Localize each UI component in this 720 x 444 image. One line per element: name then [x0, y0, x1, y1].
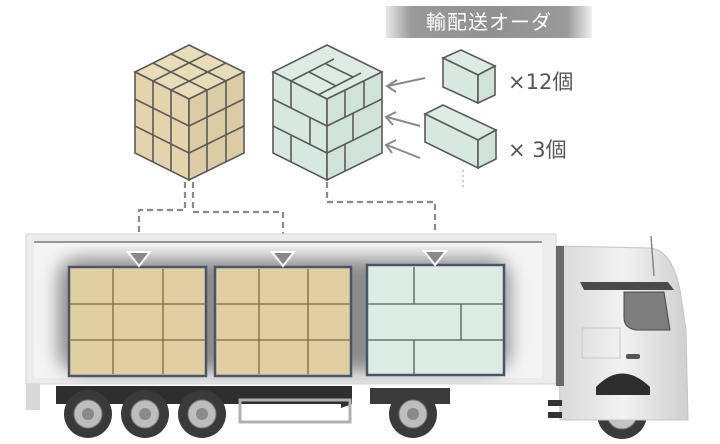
mixed-box-stack: [271, 44, 384, 182]
door-handle: [626, 354, 640, 359]
cab-window: [623, 291, 671, 331]
wheel-icon: [121, 390, 169, 438]
arrow-icon: [387, 77, 426, 87]
long-box-icon: [423, 104, 498, 170]
drop-arrowheads: [125, 250, 449, 268]
order-title: 輸配送オーダ: [386, 6, 592, 38]
wheel-icon: [178, 390, 226, 438]
arrow-down-icon: [269, 251, 297, 268]
uniform-box-stack: [133, 44, 246, 182]
wheel-icon: [64, 390, 112, 438]
arrow-icon: [386, 144, 421, 159]
truck-cab: [548, 235, 689, 421]
cargo-slot-3: [365, 263, 506, 377]
antenna: [650, 235, 655, 277]
wheel-icon: [389, 390, 437, 438]
cargo-slot-1: [67, 265, 208, 378]
cargo-slot-2: [213, 265, 353, 378]
qty-label-long-box: × 3個: [508, 138, 567, 162]
incoming-arrows: [384, 77, 426, 159]
arrow-down-icon: [125, 251, 153, 268]
small-box-icon: [441, 49, 497, 105]
qty-label-small-box: ×12個: [508, 70, 574, 94]
arrow-icon: [386, 116, 421, 127]
arrow-down-icon: [421, 250, 449, 267]
